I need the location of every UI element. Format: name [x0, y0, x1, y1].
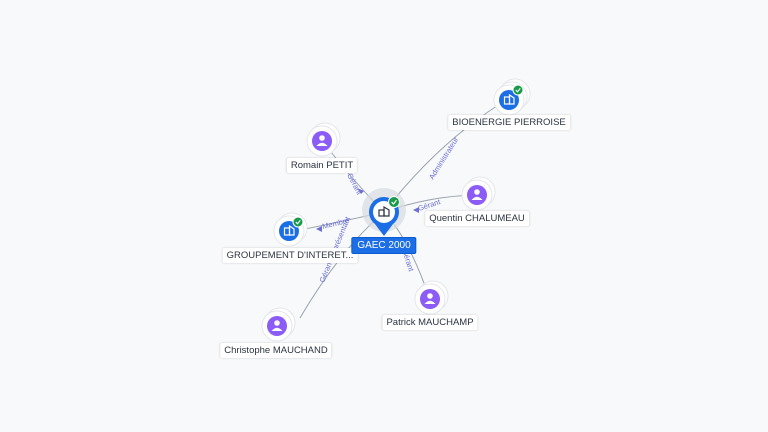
- label-bioenergie[interactable]: BIOENERGIE PIERROISE: [448, 115, 570, 130]
- label-groupement[interactable]: GROUPEMENT D'INTERET...: [222, 248, 358, 263]
- node-patrick[interactable]: [414, 280, 449, 315]
- node-center[interactable]: [362, 188, 406, 236]
- building-icon: [378, 205, 390, 217]
- arrow-groupement: [316, 226, 322, 232]
- verified-icon: [512, 84, 524, 96]
- node-bioenergie[interactable]: [493, 78, 531, 116]
- edge-label-romain: Gérant: [345, 172, 364, 197]
- node-groupement[interactable]: [273, 212, 308, 247]
- person-icon: [424, 293, 436, 304]
- label-patrick[interactable]: Patrick MAUCHAMP: [382, 315, 478, 330]
- person-icon: [271, 320, 283, 331]
- node-romain[interactable]: [306, 122, 341, 157]
- node-christophe[interactable]: [261, 307, 296, 342]
- person-icon: [471, 189, 483, 200]
- label-romain[interactable]: Romain PETIT: [286, 158, 358, 173]
- arrow-quentin: [413, 207, 419, 213]
- arrowheads: [316, 188, 419, 232]
- verified-icon: [292, 216, 304, 228]
- person-icon: [316, 135, 328, 146]
- building-icon: [283, 224, 295, 236]
- building-icon: [503, 93, 515, 105]
- verified-icon: [388, 196, 400, 208]
- label-christophe[interactable]: Christophe MAUCHAND: [220, 343, 332, 358]
- label-quentin[interactable]: Quentin CHALUMEAU: [425, 211, 529, 226]
- arrow-romain: [357, 188, 364, 194]
- label-center[interactable]: GAEC 2000: [351, 237, 417, 254]
- node-quentin[interactable]: [461, 176, 496, 211]
